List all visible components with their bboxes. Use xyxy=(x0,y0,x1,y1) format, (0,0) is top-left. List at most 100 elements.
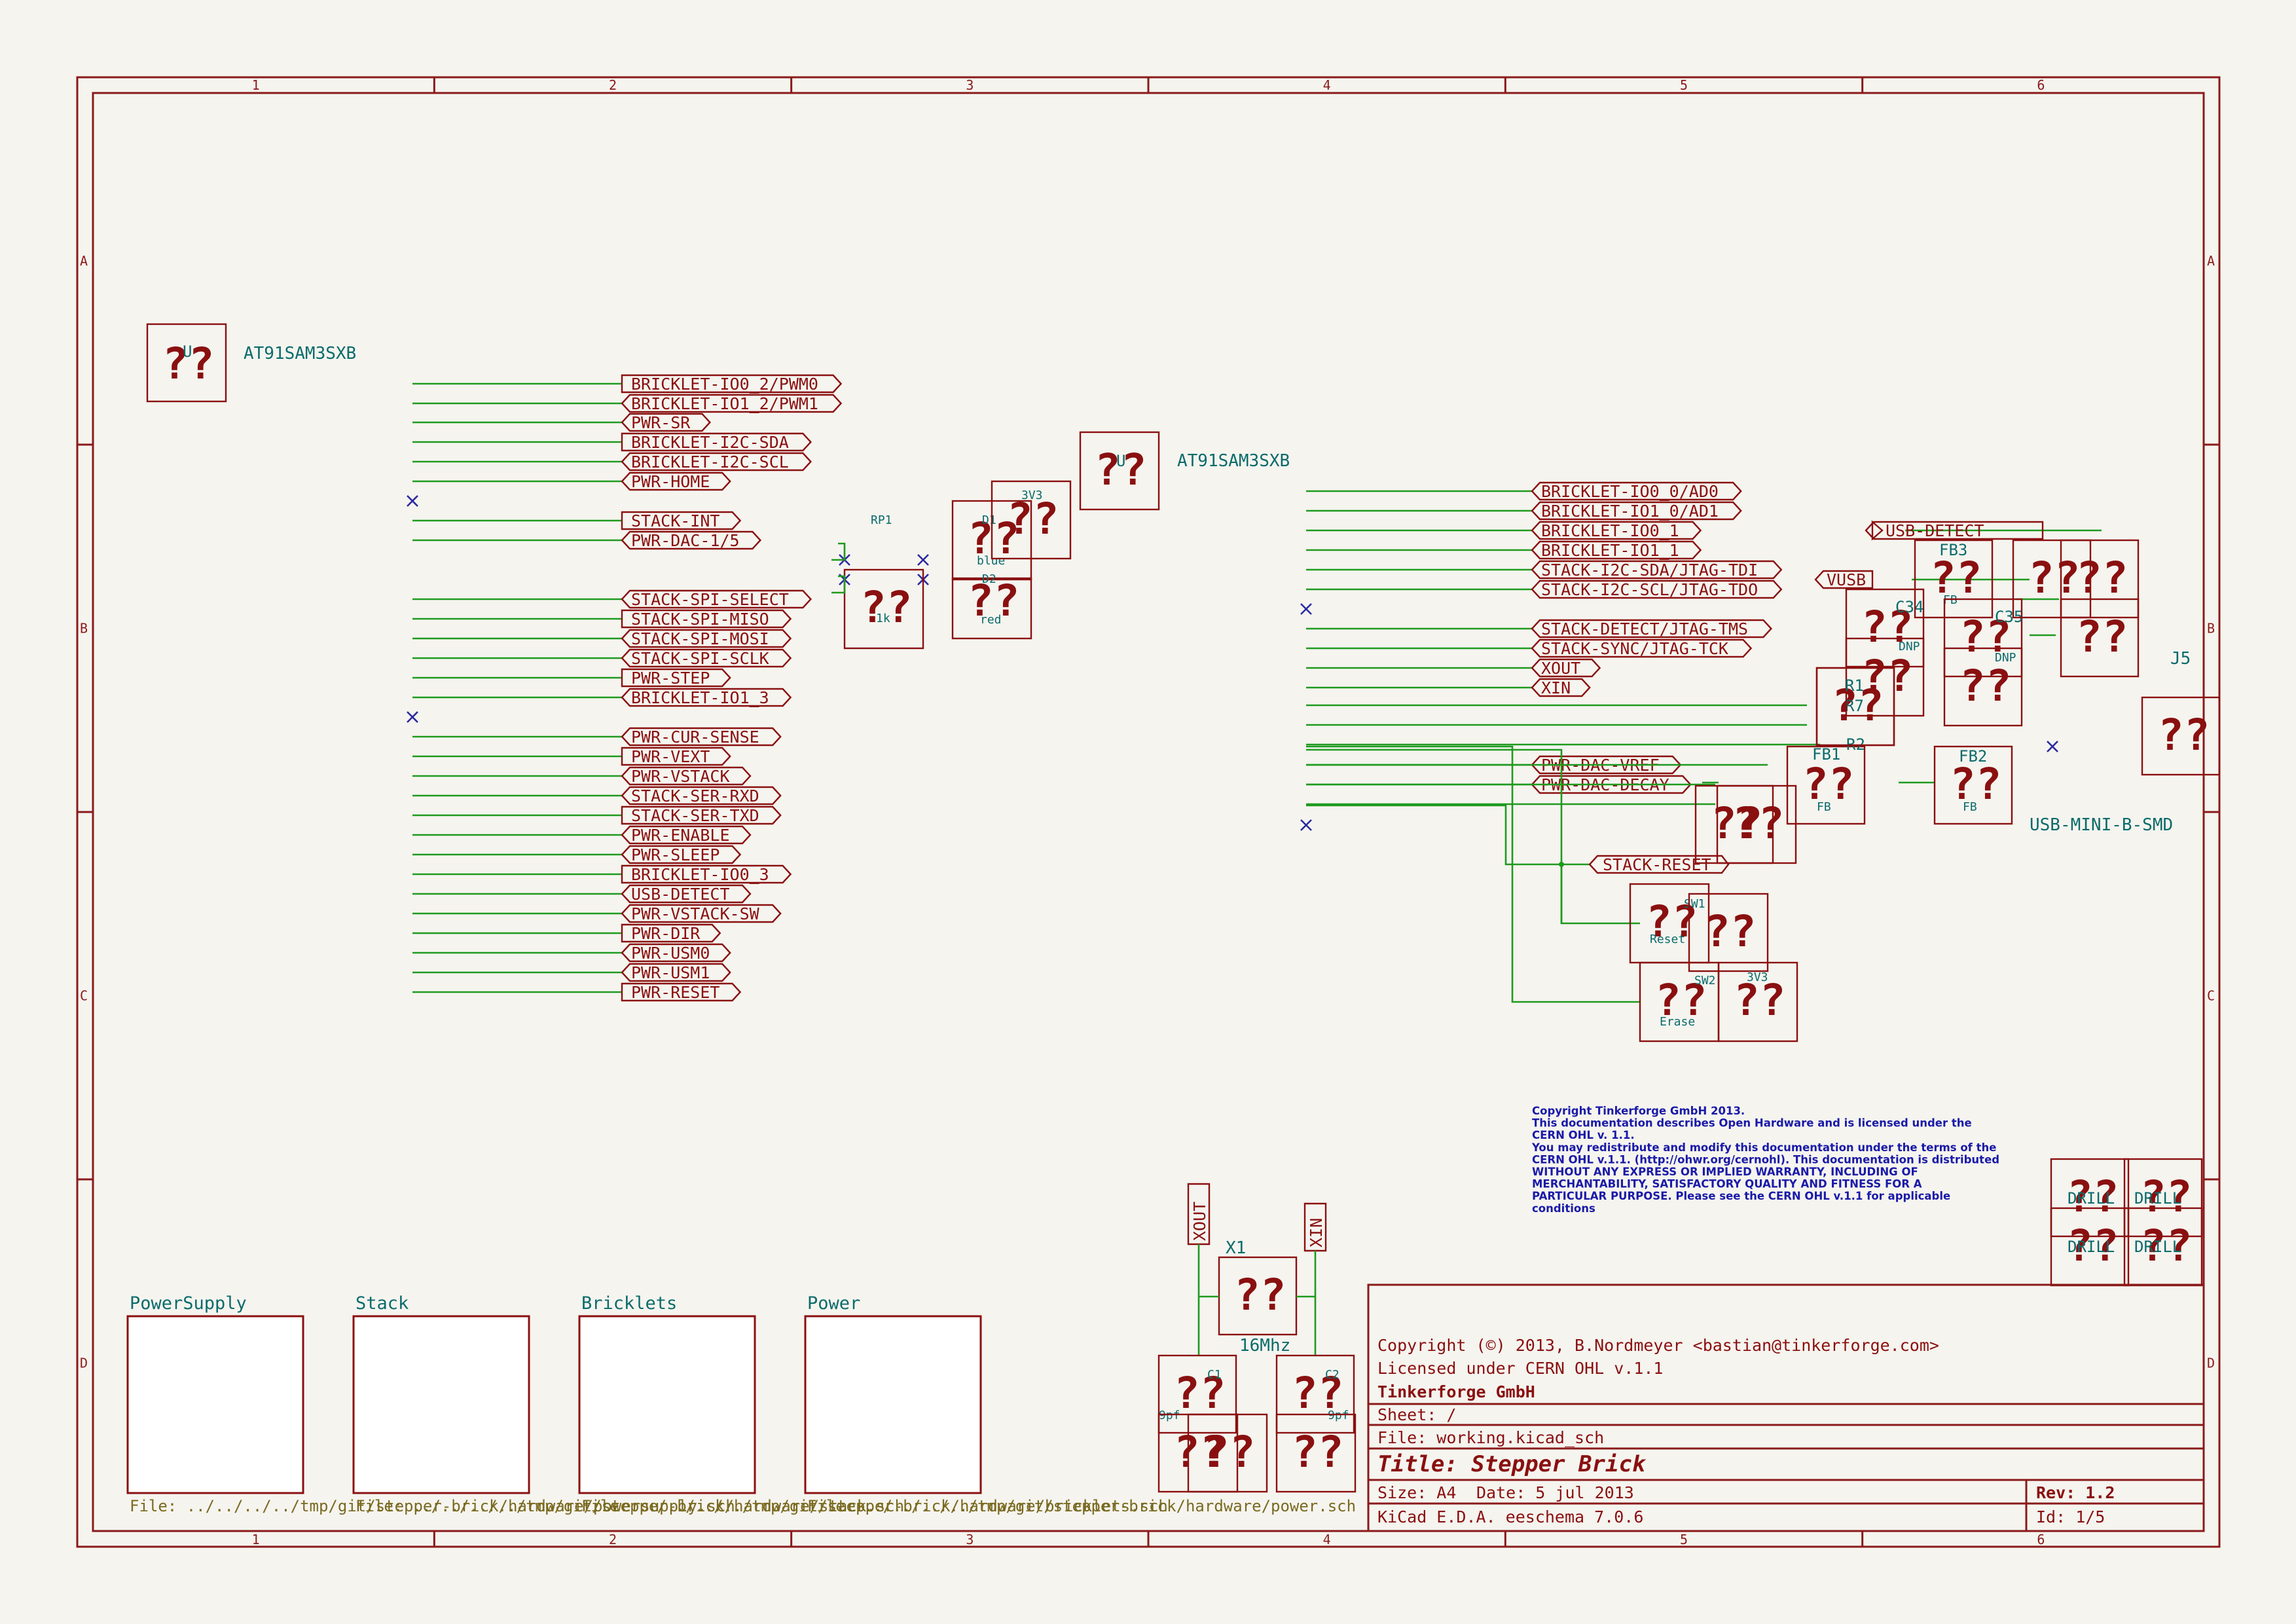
net-label-left[interactable]: BRICKLET-I2C-SCL xyxy=(621,452,812,471)
net-label-left[interactable]: PWR-HOME xyxy=(621,471,731,491)
net-label-left-text: PWR-CUR-SENSE xyxy=(631,728,759,747)
c1-capacitor[interactable]: ?? C1 9pf xyxy=(1157,1354,1237,1434)
sheet-name: Power xyxy=(807,1293,860,1314)
stack-reset-pullup[interactable]: ?? xyxy=(1694,784,1774,864)
net-label-left-text: PWR-SR xyxy=(631,413,691,432)
sw2-erase-button[interactable]: ?? SW2 Erase xyxy=(1639,961,1720,1043)
r7-resistor[interactable]: ??R7 xyxy=(1815,667,1895,747)
led-d2[interactable]: ?? D2 red xyxy=(951,572,1032,640)
net-label-left[interactable]: PWR-USM0 xyxy=(621,943,731,963)
net-label-right[interactable]: BRICKLET-IO1_1 xyxy=(1531,540,1702,560)
net-label-left-text: STACK-SPI-SCLK xyxy=(631,649,769,668)
sw1-value: Reset xyxy=(1650,932,1685,946)
net-label-left-text: STACK-INT xyxy=(631,511,720,530)
net-label-right-text: BRICKLET-IO0_1 xyxy=(1541,521,1679,540)
power-3v3-top[interactable]: ?? 3V3 xyxy=(991,480,1072,560)
d-usb-protect-3[interactable]: ?? xyxy=(2060,598,2140,678)
r7-resistor-ref: R7 xyxy=(1845,697,1864,715)
u-mid-ref: U xyxy=(1116,452,1125,470)
pwr-3v3-unknown: ?? xyxy=(1007,494,1059,544)
drill-1-unknown: ?? xyxy=(2067,1172,2119,1222)
net-label-right[interactable]: BRICKLET-IO0_0/AD0 xyxy=(1531,481,1742,501)
note-line: MERCHANTABILITY, SATISFACTORY QUALITY AN… xyxy=(1532,1178,1922,1190)
net-label-left[interactable]: PWR-VSTACK-SW xyxy=(621,904,782,923)
net-label-left-text: STACK-SPI-MOSI xyxy=(631,629,769,648)
col-label-bottom: 5 xyxy=(1680,1532,1688,1547)
net-label-left[interactable]: STACK-SPI-SELECT xyxy=(621,589,812,609)
label-xout-vertical[interactable]: XOUT xyxy=(1187,1183,1211,1246)
rp1-resistor-pack[interactable]: ?? RP1 1k xyxy=(843,513,924,650)
col-label-top: 3 xyxy=(966,77,974,93)
u-left-value: AT91SAM3SXB xyxy=(244,344,356,363)
net-label-right[interactable]: STACK-DETECT/JTAG-TMS xyxy=(1531,619,1773,638)
net-label-left[interactable]: PWR-ENABLE xyxy=(621,825,752,845)
net-label-left[interactable]: PWR-VEXT xyxy=(621,747,731,766)
net-label-left[interactable]: STACK-SPI-MOSI xyxy=(621,629,792,648)
d-usb-protect-2[interactable]: ?? xyxy=(2060,539,2140,619)
label-vusb[interactable]: VUSB xyxy=(1814,570,1874,589)
net-label-left[interactable]: BRICKLET-IO0_3 xyxy=(621,864,792,884)
net-label-left-text: BRICKLET-IO1_3 xyxy=(631,688,769,707)
row-label-right: B xyxy=(2207,621,2215,637)
net-label-left[interactable]: PWR-RESET xyxy=(621,982,742,1002)
tb-license: Licensed under CERN OHL v.1.1 xyxy=(1377,1359,1664,1378)
net-label-right[interactable]: XOUT xyxy=(1531,658,1601,678)
net-label-left[interactable]: BRICKLET-IO0_2/PWM0 xyxy=(621,374,843,394)
x1-value: 16Mhz xyxy=(1239,1336,1290,1356)
net-label-right[interactable]: STACK-SYNC/JTAG-TCK xyxy=(1531,638,1753,658)
u-mid-symbol[interactable]: ?? U AT91SAM3SXB xyxy=(1079,431,1290,511)
u-left-symbol[interactable]: ?? U AT91SAM3SXB xyxy=(146,323,356,403)
sw1-gnd-unknown: ?? xyxy=(1704,906,1756,957)
r2-resistor-unknown: ?? xyxy=(1832,680,1884,731)
net-label-right[interactable]: STACK-I2C-SCL/JTAG-TDO xyxy=(1531,580,1783,599)
net-label-left[interactable]: USB-DETECT xyxy=(621,884,752,904)
net-label-left[interactable]: BRICKLET-IO1_2/PWM1 xyxy=(621,394,843,413)
col-label-bottom: 3 xyxy=(966,1532,974,1547)
net-label-left-text: PWR-VEXT xyxy=(631,747,710,766)
net-label-left[interactable]: PWR-DAC-1/5 xyxy=(621,530,762,550)
net-label-left-text: STACK-SPI-MISO xyxy=(631,610,769,629)
net-label-left[interactable]: STACK-SER-TXD xyxy=(621,805,782,825)
u-left-ref: U xyxy=(183,342,192,361)
label-stack-reset[interactable]: STACK-RESET xyxy=(1588,855,1730,874)
c2-capacitor[interactable]: ?? C2 9pf xyxy=(1275,1354,1355,1434)
net-label-right[interactable]: BRICKLET-IO0_1 xyxy=(1531,521,1702,540)
net-label-left[interactable]: BRICKLET-I2C-SDA xyxy=(621,432,812,452)
col-label-top: 1 xyxy=(252,77,260,93)
net-label-left[interactable]: STACK-SER-RXD xyxy=(621,786,782,805)
label-usb-detect-top[interactable]: USB-DETECT xyxy=(1865,520,2044,541)
net-label-left[interactable]: PWR-CUR-SENSE xyxy=(621,727,782,747)
label-xin-vertical[interactable]: XIN xyxy=(1303,1202,1327,1252)
r1-resistor[interactable]: ??R1 xyxy=(1845,637,1925,717)
net-label-left[interactable]: PWR-STEP xyxy=(621,668,731,688)
net-label-left[interactable]: PWR-SLEEP xyxy=(621,845,742,864)
net-label-left[interactable]: STACK-INT xyxy=(621,511,742,530)
sw1-reset-button[interactable]: ?? SW1 Reset xyxy=(1629,883,1710,964)
net-label-left[interactable]: STACK-SPI-MISO xyxy=(621,609,792,629)
net-label-left[interactable]: STACK-SPI-SCLK xyxy=(621,648,792,668)
net-label-left[interactable]: PWR-DIR xyxy=(621,923,721,943)
net-label-left[interactable]: PWR-USM1 xyxy=(621,963,731,982)
led-d1[interactable]: ?? D1 blue xyxy=(951,500,1032,581)
net-label-right[interactable]: BRICKLET-IO1_0/AD1 xyxy=(1531,501,1742,521)
x1-crystal[interactable]: ?? X1 16Mhz xyxy=(1218,1238,1298,1356)
r2-resistor[interactable]: ??R2 xyxy=(1815,667,1895,754)
net-label-left-text: PWR-VSTACK-SW xyxy=(631,904,760,923)
net-label-right[interactable]: STACK-I2C-SDA/JTAG-TDI xyxy=(1531,560,1783,580)
c2-value: 9pf xyxy=(1328,1409,1349,1422)
c35-gnd[interactable]: ?? xyxy=(1943,647,2023,727)
net-label-right[interactable]: XIN xyxy=(1531,678,1591,697)
net-label-left[interactable]: BRICKLET-IO1_3 xyxy=(621,688,792,707)
net-label-left[interactable]: PWR-VSTACK xyxy=(621,766,752,786)
j5-usb-connector[interactable]: ?? J5 USB-MINI-B-SMD xyxy=(2030,649,2221,835)
d-usb-protect-1[interactable]: ?? xyxy=(2012,539,2092,619)
net-label-left[interactable]: PWR-SR xyxy=(621,413,712,432)
